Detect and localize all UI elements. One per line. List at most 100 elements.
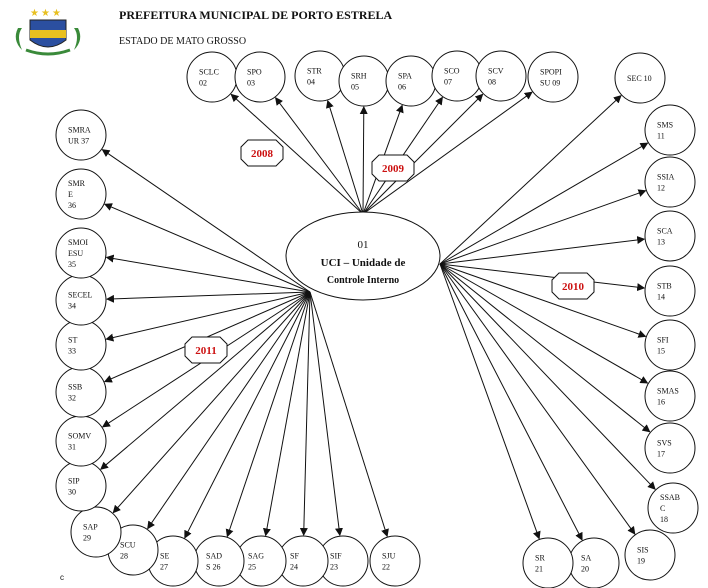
department-label: 12: [657, 184, 665, 193]
department-label: 35: [68, 260, 76, 269]
department-node: ST 33: [55, 319, 107, 371]
center-node: 01 UCI – Unidade de Controle Interno: [285, 211, 441, 301]
department-node: SMRA UR 37: [55, 109, 107, 161]
crest-ribbon: [25, 48, 71, 56]
department-label: 15: [657, 347, 665, 356]
department-label: 11: [657, 132, 665, 141]
department-circle: [644, 370, 696, 422]
department-label: SCO: [444, 67, 460, 76]
department-label: 17: [657, 450, 665, 459]
year-badges: 2008 2009 2010 2011: [184, 139, 595, 364]
department-label: SAD: [206, 552, 222, 561]
center-label-line2: Controle Interno: [327, 275, 399, 286]
department-label: SAP: [83, 523, 98, 532]
department-label: 33: [68, 347, 76, 356]
arrow-line: [439, 95, 622, 265]
arrow-line: [299, 291, 311, 537]
department-circle: [186, 51, 238, 103]
department-node: SAD S 26: [193, 535, 245, 587]
department-label: ESU: [68, 249, 83, 258]
department-label: 22: [382, 563, 390, 572]
department-label: 24: [290, 563, 298, 572]
department-label: SIS: [637, 546, 649, 555]
department-label: 34: [68, 302, 76, 311]
year-label: 2009: [382, 163, 405, 175]
department-circle: [294, 50, 346, 102]
year-badge-octagon: [371, 154, 415, 182]
department-label: SCV: [488, 67, 504, 76]
department-label: 32: [68, 394, 76, 403]
department-node: SECEL 34: [55, 274, 107, 326]
arrow-line: [439, 263, 541, 540]
year-badge: 2010: [551, 272, 595, 300]
department-label: SECEL: [68, 291, 93, 300]
department-label: SPO: [247, 68, 262, 77]
department-circle: [644, 265, 696, 317]
department-label: 23: [330, 563, 338, 572]
department-circle: [644, 156, 696, 208]
department-label: SPOPI: [540, 68, 562, 77]
department-label: 07: [444, 78, 452, 87]
department-label: 04: [307, 78, 315, 87]
department-node: SMR E 36: [55, 168, 107, 220]
department-label: SJU: [382, 552, 396, 561]
department-label: 18: [660, 515, 668, 524]
department-label: SMOI: [68, 238, 88, 247]
department-label: 36: [68, 201, 76, 210]
department-circle: [385, 55, 437, 107]
department-label: SSB: [68, 383, 82, 392]
department-label: SAG: [248, 552, 264, 561]
department-circle: [338, 55, 390, 107]
department-label: E: [68, 190, 73, 199]
arrow-line: [362, 91, 533, 215]
year-badge: 2008: [240, 139, 284, 167]
department-label: SMR: [68, 179, 86, 188]
department-circle: [55, 460, 107, 512]
crest-left-branch: [15, 28, 22, 50]
arrow-line: [362, 93, 484, 215]
department-label: ST: [68, 336, 77, 345]
department-label: 19: [637, 557, 645, 566]
department-circle: [568, 537, 620, 588]
department-circle: [193, 535, 245, 587]
department-label: SF: [290, 552, 299, 561]
year-label: 2010: [562, 281, 585, 293]
year-badge: 2011: [184, 336, 228, 364]
department-label: 14: [657, 293, 665, 302]
department-node: SIS 19: [624, 529, 676, 581]
department-node: SJU 22: [369, 535, 421, 587]
department-label: 06: [398, 83, 406, 92]
department-circle: [55, 227, 107, 279]
department-label: S 26: [206, 563, 220, 572]
crest-band: [30, 30, 66, 38]
department-circle: [527, 51, 579, 103]
department-label: SA: [581, 554, 591, 563]
arrow-line: [100, 291, 311, 470]
arrow-line: [439, 263, 636, 535]
svg-text:★: ★: [41, 8, 50, 19]
department-label: 31: [68, 443, 76, 452]
department-label: SIF: [330, 552, 342, 561]
department-label: SMRA: [68, 126, 91, 135]
department-label: 28: [120, 552, 128, 561]
department-label: SMAS: [657, 387, 679, 396]
department-node: SMOI ESU 35: [55, 227, 107, 279]
arrow-line: [103, 203, 311, 293]
year-label: 2008: [251, 148, 274, 160]
department-label: SOMV: [68, 432, 91, 441]
arrow-line: [147, 291, 311, 530]
department-circle: [644, 210, 696, 262]
department-label: UR 37: [68, 137, 89, 146]
arrow-line: [439, 263, 649, 384]
arrow-line: [439, 142, 649, 265]
department-node: SSB 32: [55, 366, 107, 418]
department-label: 25: [248, 563, 256, 572]
